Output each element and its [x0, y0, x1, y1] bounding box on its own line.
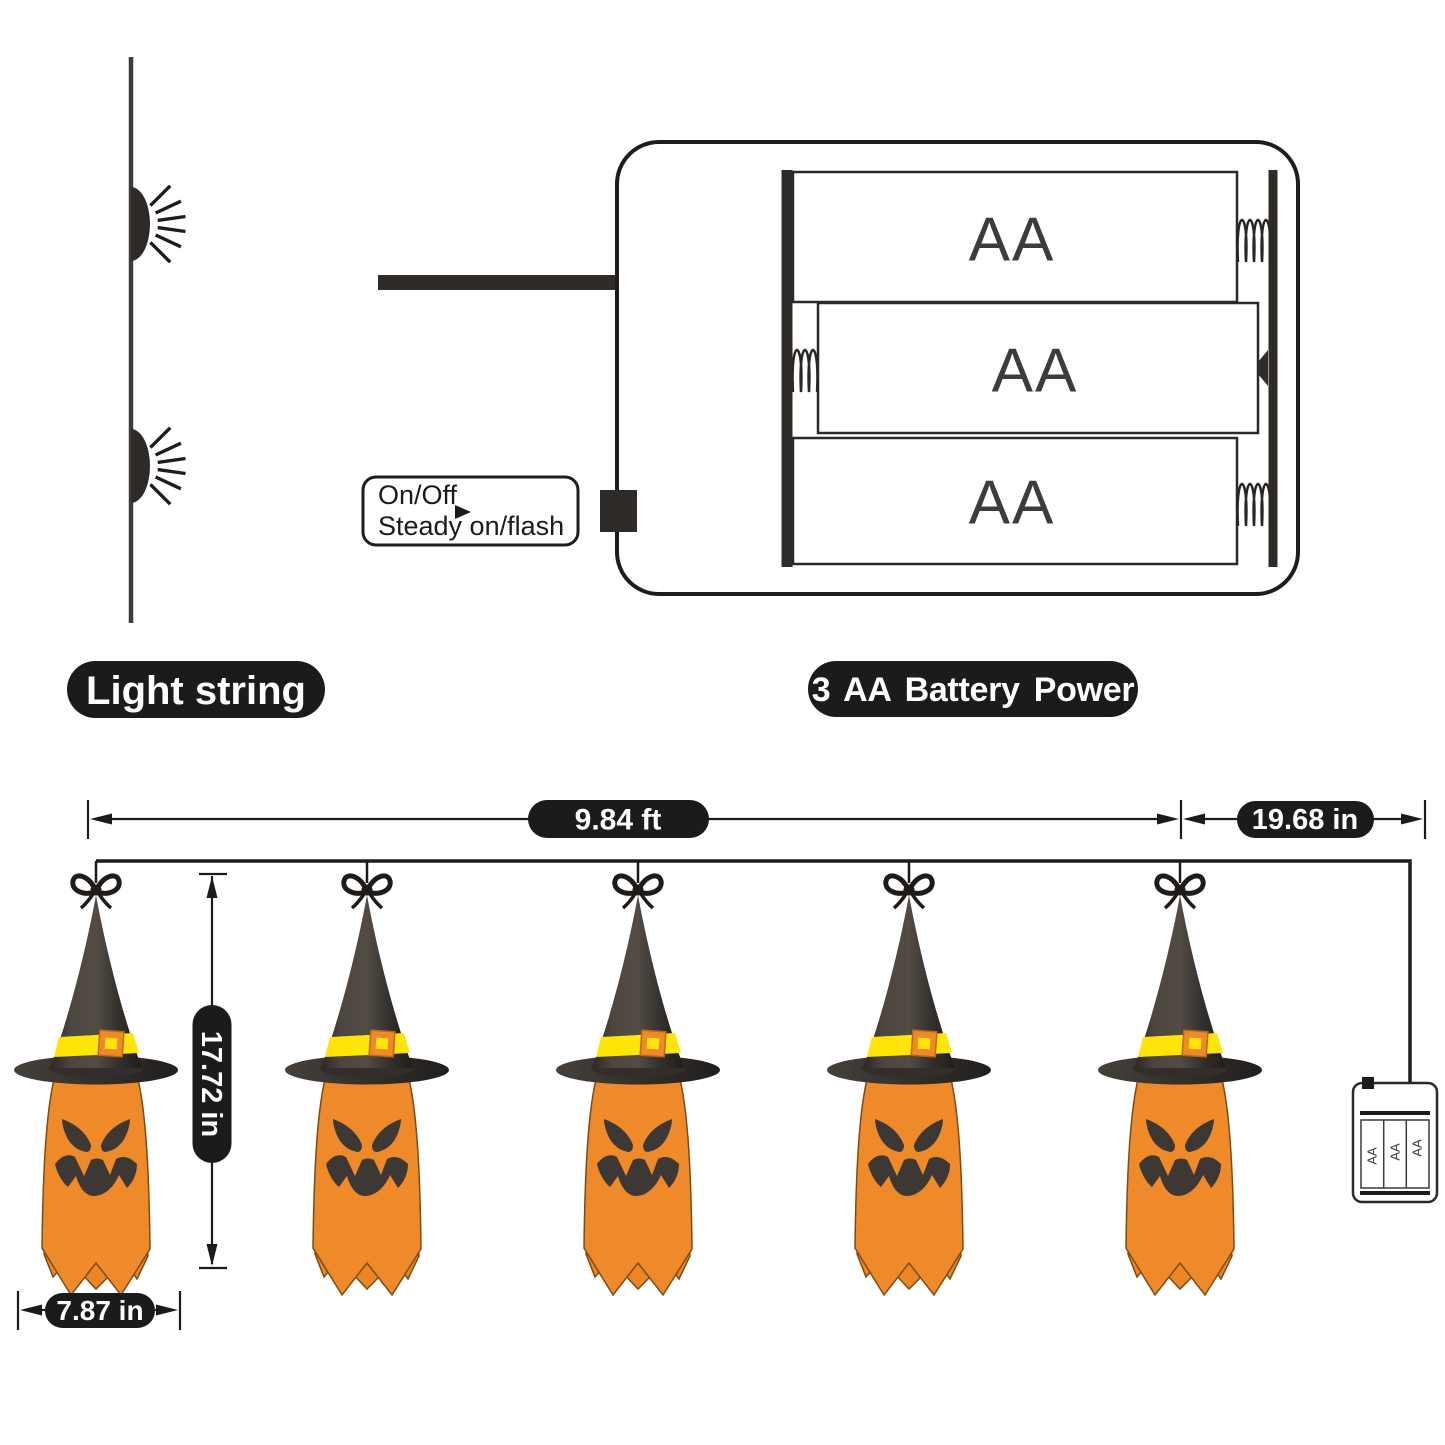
- light-bulb-icon: [129, 426, 188, 506]
- witch-width-pill: [45, 1293, 155, 1328]
- dimension-total-length: [86, 800, 1183, 839]
- battery-springs: [791, 218, 1272, 527]
- battery-pack-connector: [1362, 1077, 1374, 1089]
- battery-pack: AA AA AA: [1351, 1077, 1439, 1204]
- battery-power-pill: [808, 661, 1138, 717]
- arrow-right-icon: [1401, 813, 1423, 825]
- arrow-right-icon: [455, 505, 471, 519]
- witch-hat-decoration: [1098, 861, 1262, 1295]
- witch-hat-decoration: [556, 861, 720, 1295]
- battery-label-3: AA: [969, 469, 1056, 538]
- string-wire: [96, 859, 1412, 1083]
- witch-width-label: 7.87 in: [56, 1295, 143, 1326]
- light-string-label-pill: [67, 661, 325, 718]
- switch-note: On/Off Steady on/flash: [361, 475, 580, 547]
- battery-label-2: AA: [992, 337, 1079, 406]
- switch-note-line2: Steady on/flash: [378, 511, 564, 541]
- dimension-tail-length: [1203, 800, 1427, 839]
- arrow-right-icon: [1157, 813, 1179, 825]
- arrow-right-icon: [156, 1304, 178, 1316]
- witch-height-pill: [192, 1005, 232, 1163]
- arrow-left-icon: [20, 1304, 42, 1316]
- witch-hat-decoration: [827, 861, 991, 1295]
- pack-cell-label-2: AA: [1388, 1143, 1403, 1161]
- battery-cell-1: [791, 170, 1239, 304]
- total-length-pill: [528, 800, 709, 838]
- light-bulb-icon: [129, 184, 188, 264]
- witch-string-diagram: 9.84 ft 19.68 in 17.72 in: [14, 800, 1439, 1330]
- switch-note-line1: On/Off: [378, 480, 458, 510]
- right-contact-bar: [1253, 170, 1278, 567]
- pack-cell-label-1: AA: [1365, 1147, 1380, 1165]
- switch-button: [600, 490, 637, 532]
- switch-note-box: [361, 475, 580, 547]
- arrow-left-icon: [1183, 813, 1205, 825]
- light-string-label: Light string: [86, 669, 306, 713]
- power-wire: [378, 275, 620, 290]
- pack-cell-label-3: AA: [1410, 1139, 1425, 1157]
- arrow-down-icon: [206, 1244, 218, 1266]
- witch-height-label: 17.72 in: [195, 1031, 227, 1137]
- battery-box-diagram: AA AA AA On/Off Steady on/flash 3 AA Bat…: [361, 140, 1300, 717]
- tail-length-label: 19.68 in: [1252, 804, 1358, 836]
- battery-power-label: 3 AA Battery Power: [812, 671, 1135, 709]
- witch-hat-decoration: [14, 861, 178, 1295]
- tail-length-pill: [1237, 801, 1374, 838]
- arrow-up-icon: [206, 876, 218, 898]
- light-string-diagram: Light string: [67, 57, 325, 718]
- total-length-label: 9.84 ft: [575, 804, 662, 837]
- arrow-left-icon: [90, 813, 112, 825]
- witch-hat-decoration: [285, 861, 449, 1295]
- battery-label-1: AA: [969, 206, 1056, 275]
